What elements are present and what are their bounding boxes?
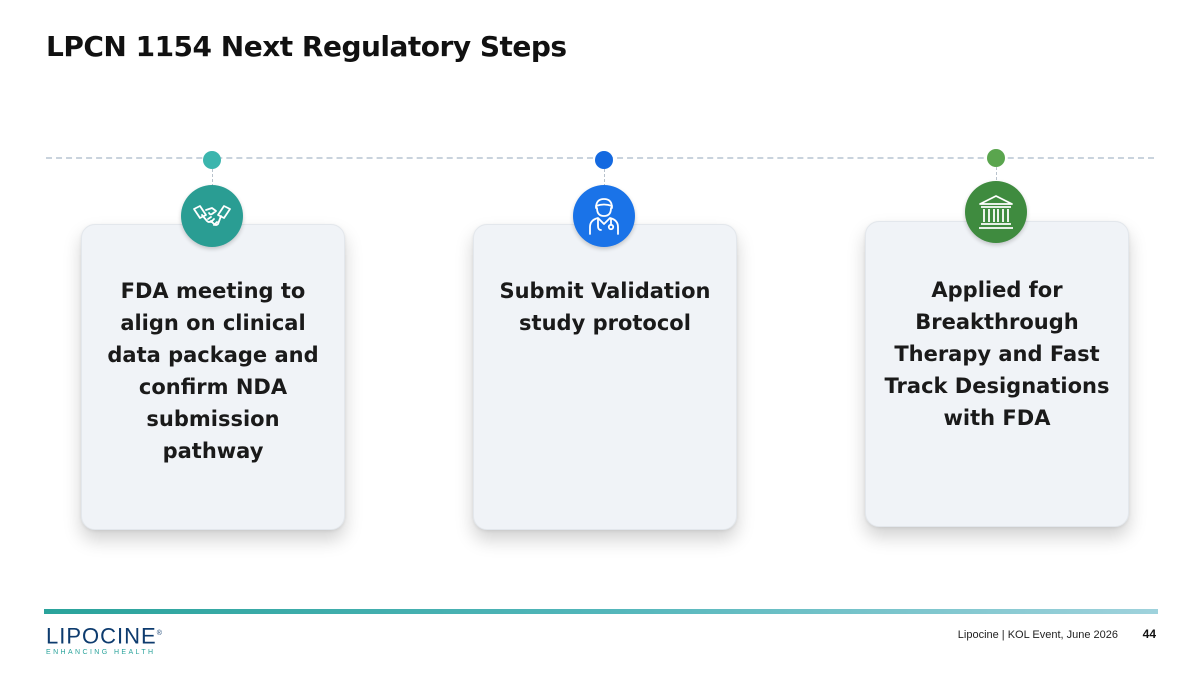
footer-divider [44, 609, 1158, 614]
doctor-icon [573, 185, 635, 247]
page-number: 44 [1142, 627, 1156, 641]
handshake-icon [181, 185, 243, 247]
company-logo: LIPOCINE® ENHANCING HEALTH [46, 623, 163, 657]
logo-registered-mark: ® [156, 630, 163, 637]
timeline-connector-2 [604, 169, 605, 187]
timeline-connector-1 [212, 169, 213, 187]
footer-caption: Lipocine | KOL Event, June 2026 [957, 629, 1118, 641]
step-card-3: Applied for Breakthrough Therapy and Fas… [865, 221, 1129, 527]
page-title: LPCN 1154 Next Regulatory Steps [46, 30, 567, 63]
step-text-3: Applied for Breakthrough Therapy and Fas… [884, 278, 1110, 430]
timeline-node-1 [203, 151, 221, 169]
step-text-2: Submit Validation study protocol [499, 279, 711, 335]
timeline-node-3 [987, 149, 1005, 167]
logo-wordmark: LIPOCINE [46, 623, 157, 649]
step-text-1: FDA meeting to align on clinical data pa… [107, 279, 319, 463]
government-building-icon [965, 181, 1027, 243]
step-card-1: FDA meeting to align on clinical data pa… [81, 224, 345, 530]
timeline-node-2 [595, 151, 613, 169]
step-card-2: Submit Validation study protocol [473, 224, 737, 530]
logo-tagline: ENHANCING HEALTH [46, 649, 156, 657]
timeline-connector-3 [996, 167, 997, 185]
